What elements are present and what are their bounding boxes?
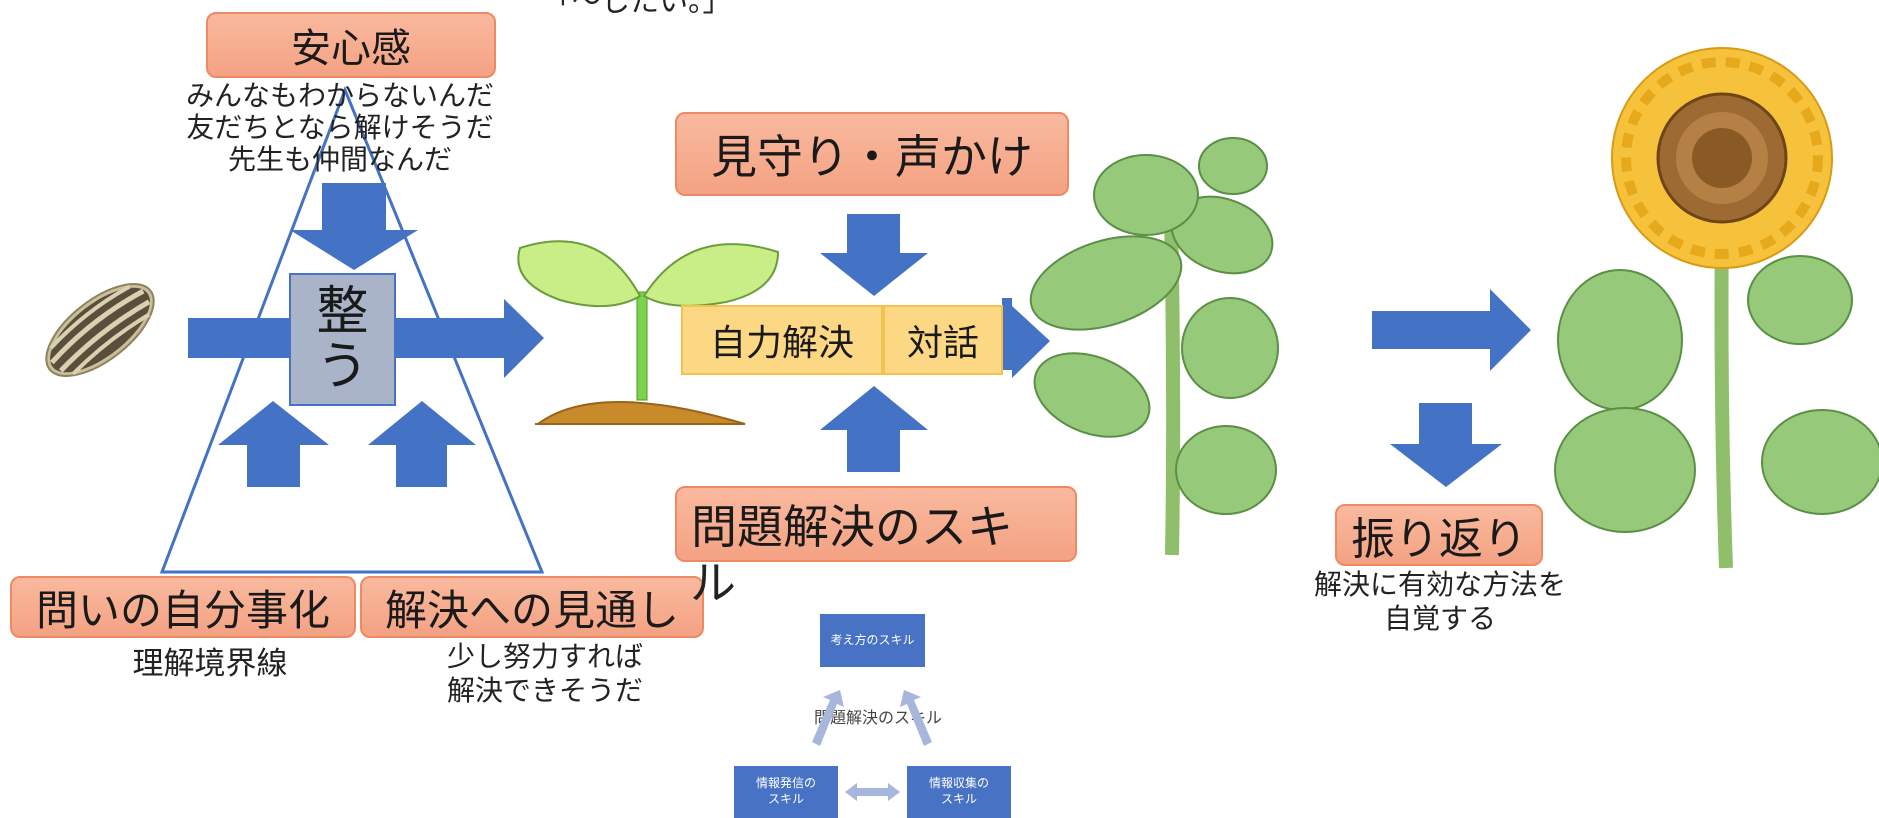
sunflower-image <box>1554 47 1879 569</box>
mitooshi-box: 解決への見通し <box>360 576 704 638</box>
right-arrow-bloom <box>1372 289 1531 371</box>
young-plant-image <box>1029 137 1279 556</box>
skill-shushu-line-2: スキル <box>940 792 977 806</box>
taiwa-box: 対話 <box>883 305 1003 375</box>
right-arrow-taiwa <box>1002 298 1050 378</box>
furikaeri-note-2: 自覚する <box>1383 601 1496 635</box>
skill-hasshin-line-1: 情報発信の <box>755 776 816 791</box>
seed-image <box>45 283 155 377</box>
totonou-line-1: 整 <box>316 281 369 342</box>
skill-shushu-line-1: 情報収集の <box>928 776 989 791</box>
jibungoto-box: 問いの自分事化 <box>10 576 356 638</box>
mitooshi-note: 少し努力すれば 解決できそうだ <box>420 640 670 707</box>
jiryoku-box: 自力解決 <box>681 305 883 375</box>
down-arrow-anshin <box>290 183 418 270</box>
down-arrow-mimamori <box>820 214 928 296</box>
up-arrow-left <box>218 401 329 487</box>
totonou-line-2: う <box>316 336 369 397</box>
sprout-image <box>517 240 780 425</box>
mitooshi-note-2: 解決できそうだ <box>446 673 643 707</box>
anshin-notes: みんなもわからないんだ 友だちとなら解けそうだ 先生も仲間なんだ <box>150 79 530 177</box>
furikaeri-note-1: 解決に有効な方法を <box>1313 568 1566 601</box>
anshin-note-1: みんなもわからないんだ <box>185 79 494 112</box>
down-arrow-furikaeri <box>1390 403 1502 487</box>
anshin-box: 安心感 <box>206 12 496 78</box>
skill-hasshin-line-2: スキル <box>767 792 804 806</box>
up-arrow-mondai <box>820 386 928 472</box>
mondai-box: 問題解決のスキ <box>675 486 1077 562</box>
totonou-box: 整 う <box>289 273 396 406</box>
jibungoto-note: 理解境界線 <box>132 646 288 682</box>
skill-hasshin-box: 情報発信の スキル <box>734 766 838 818</box>
skill-center-label: 問題解決のスキル <box>813 708 942 727</box>
skill-kangaekata-box: 考え方のスキル <box>820 614 925 667</box>
mitooshi-note-1: 少し努力すれば <box>446 640 643 673</box>
mimamori-box: 見守り・声かけ <box>675 112 1069 196</box>
furikaeri-note: 解決に有効な方法を 自覚する <box>1290 568 1590 635</box>
mondai-overflow-text: ル <box>690 556 736 610</box>
anshin-note-2: 友だちとなら解けそうだ <box>186 111 494 145</box>
up-arrow-right <box>368 401 476 487</box>
furikaeri-box: 振り返り <box>1335 504 1543 566</box>
top-fragment-text: 「〜したい。」 <box>543 0 732 18</box>
anshin-note-3: 先生も仲間なんだ <box>227 143 452 177</box>
skill-shushu-box: 情報収集の スキル <box>907 766 1011 818</box>
